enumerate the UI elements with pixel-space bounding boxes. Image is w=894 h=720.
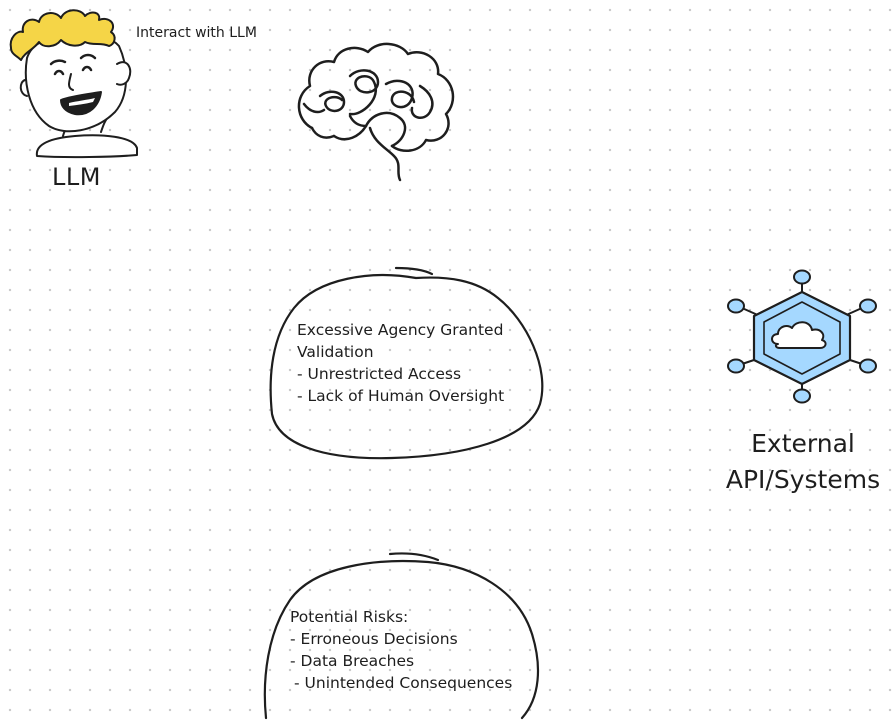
cloud-icon: [771, 321, 827, 349]
risks-line-3: - Data Breaches: [290, 652, 415, 670]
agency-line-4: - Lack of Human Oversight: [297, 387, 505, 405]
agency-line-1: Excessive Agency Granted: [297, 321, 504, 339]
external-label-line2: API/Systems: [725, 465, 881, 494]
risks-line-4: - Unintended Consequences: [294, 674, 513, 692]
risks-line-2: - Erroneous Decisions: [290, 630, 458, 648]
llm-label: LLM: [52, 163, 101, 191]
agency-blob-shape: [269, 266, 544, 460]
person-icon: [9, 9, 138, 159]
hexagon-network-icon: [727, 269, 877, 404]
brain-icon: [297, 42, 455, 182]
external-label-line1: External: [751, 429, 855, 458]
interact-caption: Interact with LLM: [136, 25, 257, 41]
risks-text-block: Potential Risks: - Erroneous Decisions -…: [290, 606, 512, 694]
agency-line-2: Validation: [297, 343, 374, 361]
external-systems-label: External API/Systems: [720, 426, 886, 498]
risks-line-1: Potential Risks:: [290, 608, 409, 626]
agency-text-block: Excessive Agency Granted Validation - Un…: [297, 319, 504, 407]
agency-line-3: - Unrestricted Access: [297, 365, 462, 383]
risks-blob-shape: [263, 552, 540, 720]
